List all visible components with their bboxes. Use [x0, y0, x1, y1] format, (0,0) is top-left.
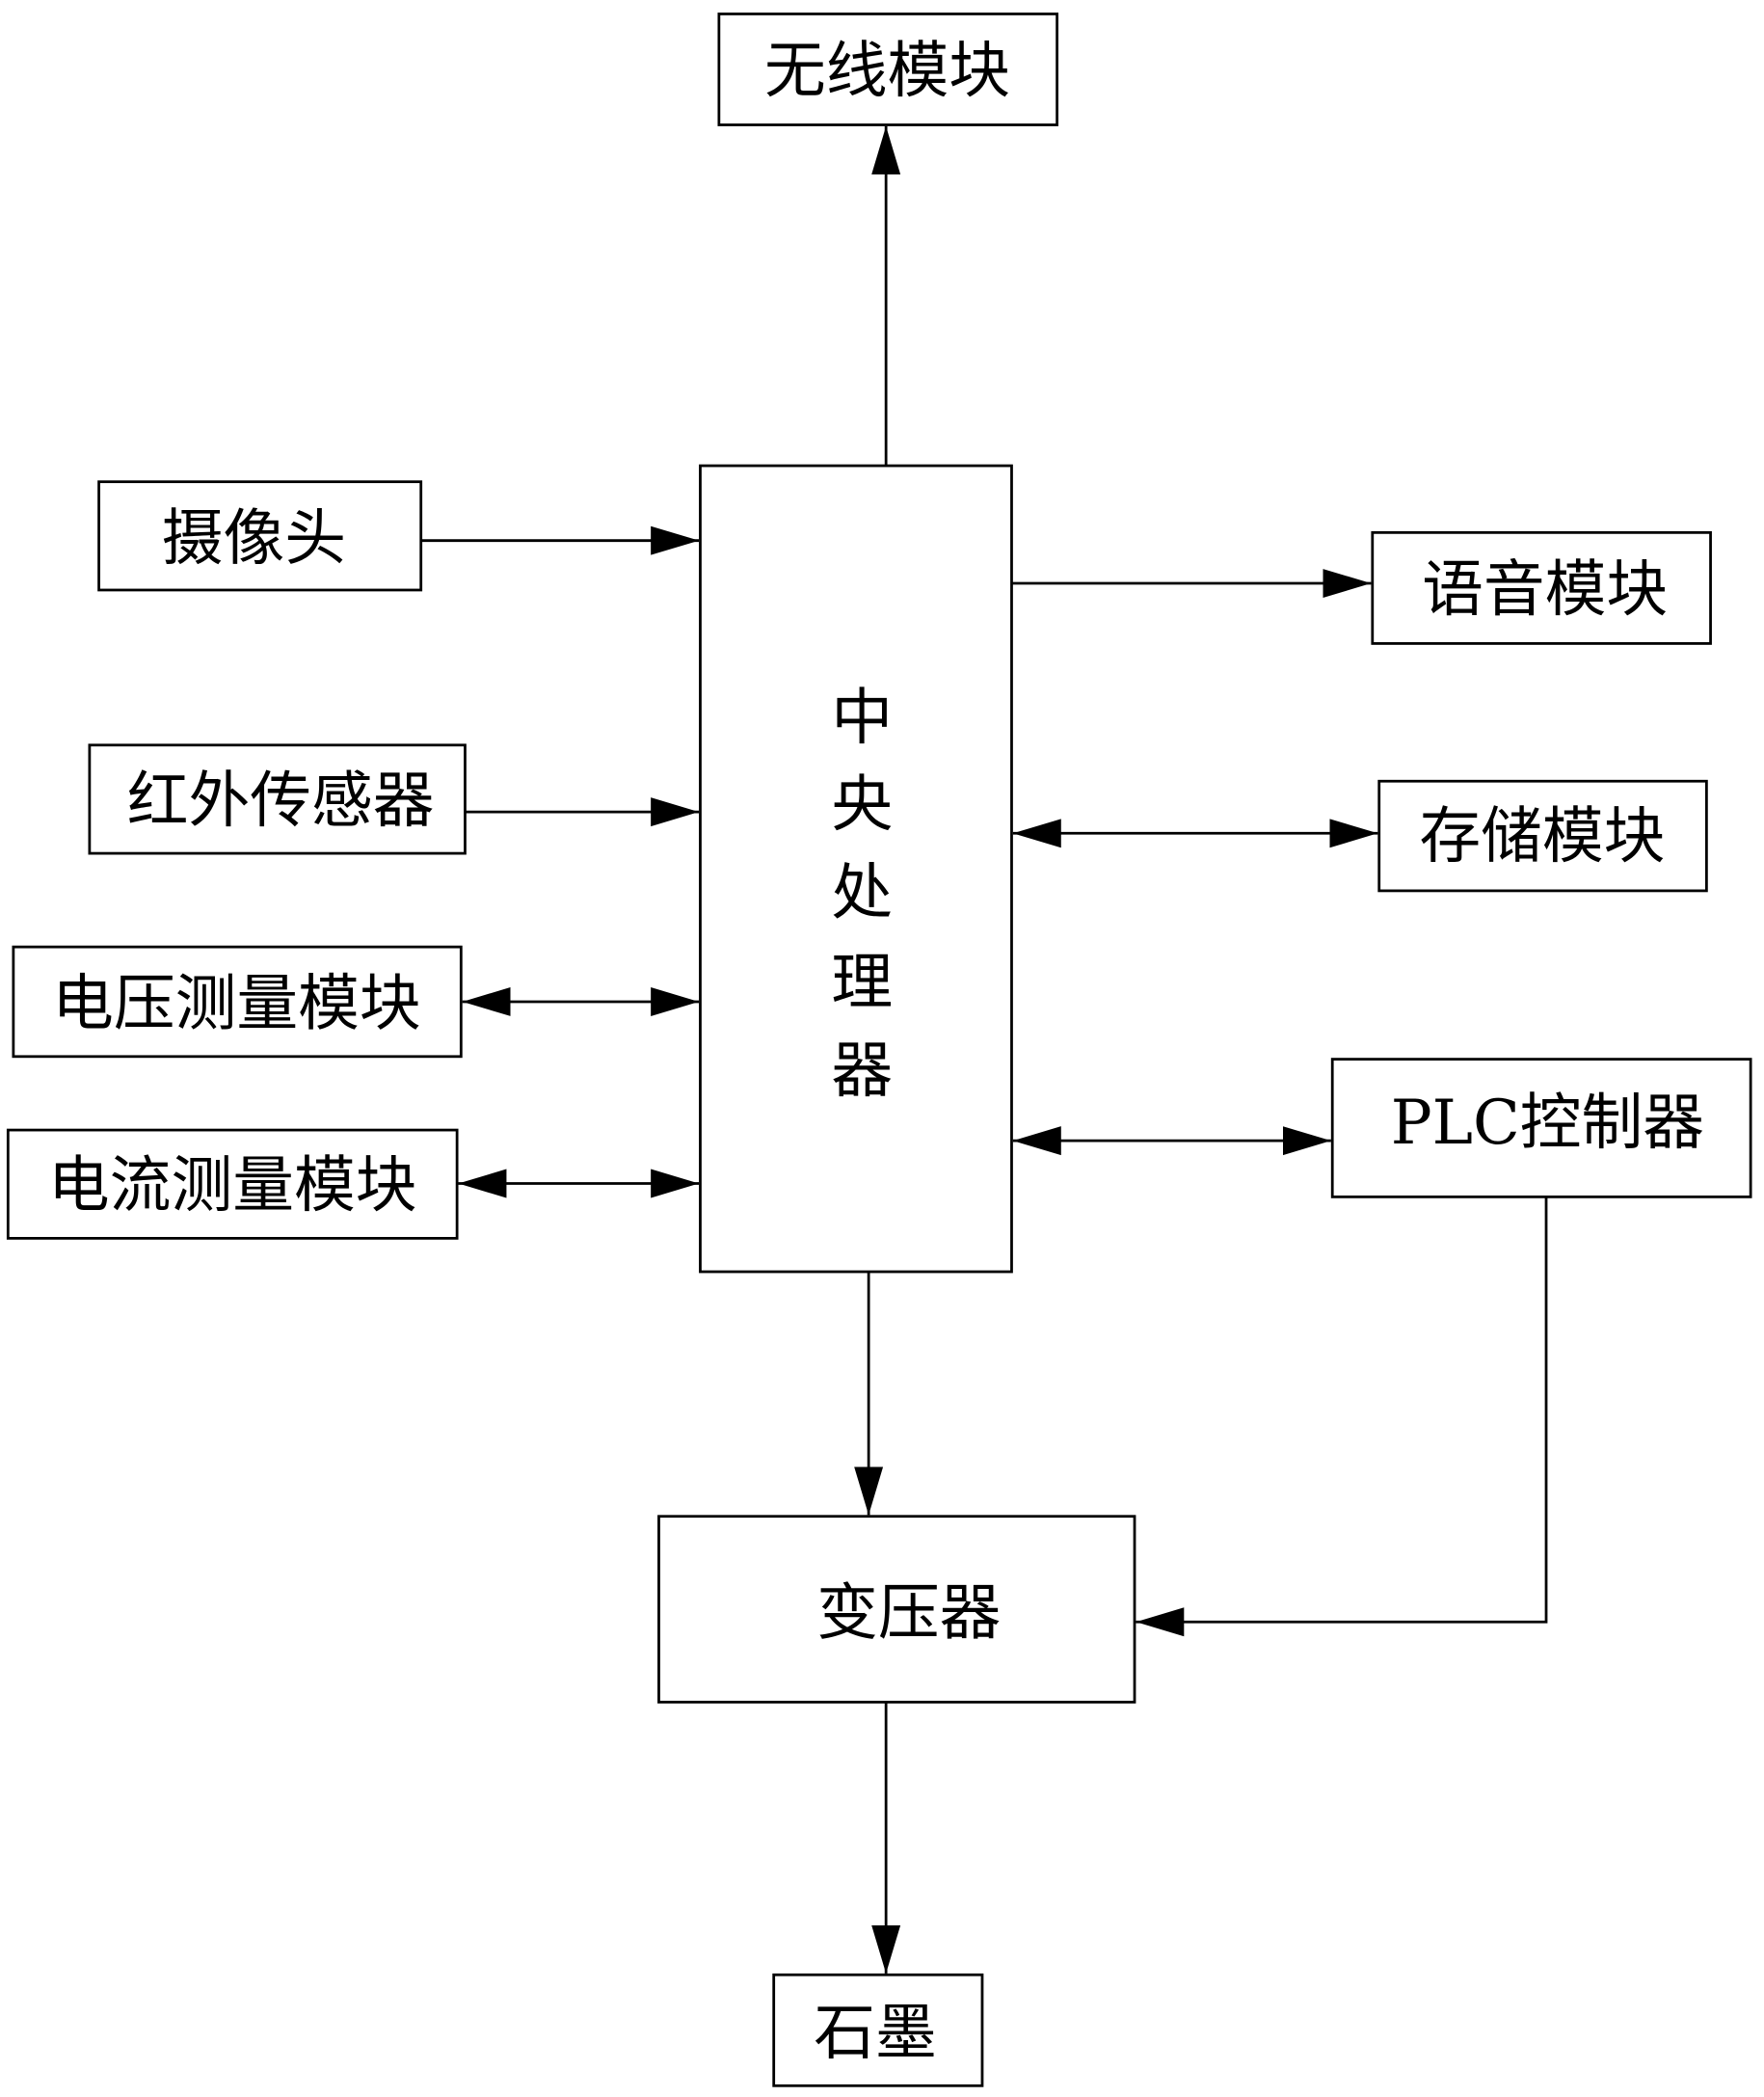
node-infrared-sensor: 红外传感器	[88, 743, 467, 855]
node-wireless-module: 无线模块	[717, 13, 1058, 126]
node-cpu: 中 央 处 理 器	[699, 464, 1013, 1274]
node-label: 央	[831, 769, 893, 841]
node-label: 器	[831, 1035, 893, 1107]
node-voice-module: 语音模块	[1371, 530, 1712, 645]
node-label: 红外传感器	[127, 766, 435, 837]
node-label: PLC控制器	[1391, 1088, 1704, 1159]
node-plc-controller: PLC控制器	[1330, 1058, 1752, 1198]
node-label: 处	[831, 857, 893, 928]
node-voltage-measurement: 电压测量模块	[12, 945, 463, 1059]
node-label: 变压器	[816, 1578, 1001, 1650]
node-label: 摄像头	[162, 503, 346, 575]
node-current-measurement: 电流测量模块	[6, 1128, 459, 1240]
connectors	[420, 125, 1548, 1974]
node-label: 无线模块	[764, 36, 1010, 107]
node-label: 理	[831, 947, 893, 1018]
node-label: 电流测量模块	[48, 1150, 417, 1222]
node-transformer: 变压器	[657, 1515, 1136, 1704]
node-storage-module: 存储模块	[1377, 779, 1708, 893]
arrow-plc-to-transformer	[1136, 1196, 1548, 1637]
node-graphite: 石墨	[772, 1973, 984, 2087]
node-label: 语音模块	[1422, 554, 1668, 626]
node-label: 中	[831, 683, 893, 754]
node-label: 电压测量模块	[52, 969, 421, 1040]
node-label: 存储模块	[1419, 801, 1665, 873]
node-label: 石墨	[814, 1998, 937, 2069]
node-camera: 摄像头	[97, 480, 423, 592]
